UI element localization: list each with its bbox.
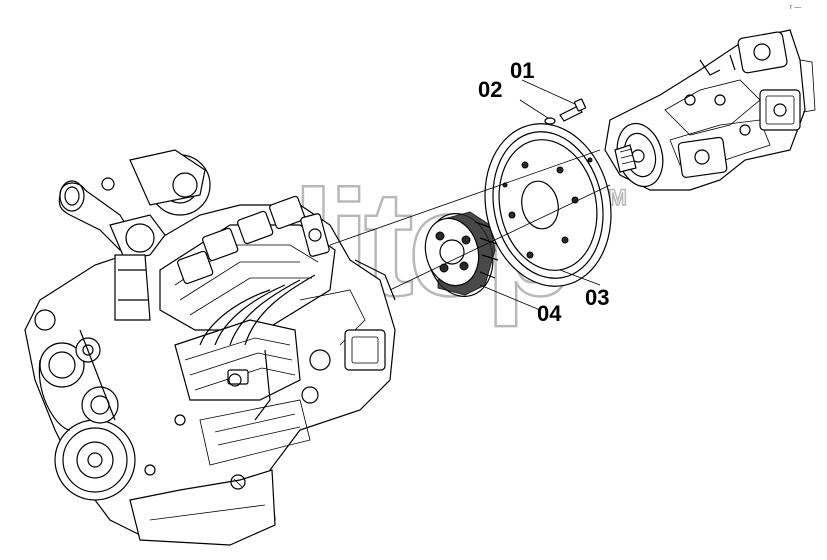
turbocharger [58, 149, 211, 321]
callout-03: 03 [585, 285, 609, 310]
corner-mark: r — [790, 4, 801, 11]
engine-illustration [24, 149, 396, 546]
bolt-illustration [559, 98, 587, 122]
washer-illustration [544, 117, 556, 125]
hydraulic-pump-illustration [604, 29, 816, 191]
callout-04: 04 [537, 301, 562, 326]
flywheel-illustration [484, 123, 612, 287]
front-pulleys [34, 309, 136, 501]
assembly-lines [329, 79, 611, 311]
fuel-injection-pump [174, 274, 316, 421]
callout-02: 02 [478, 77, 502, 102]
callout-01: 01 [510, 58, 534, 83]
